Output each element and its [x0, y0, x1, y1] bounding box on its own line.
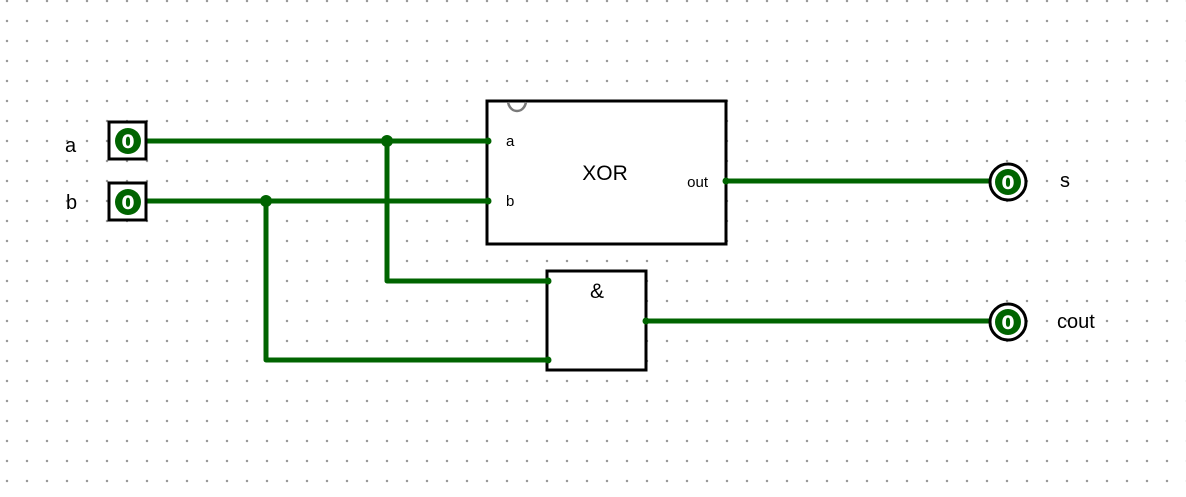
- output-pin-s-name: s: [1060, 170, 1070, 192]
- xor-port-out-dot[interactable]: [722, 177, 730, 185]
- output-pin-cout-name: cout: [1057, 311, 1095, 333]
- input-pin-a-value: 0: [121, 131, 134, 153]
- input-pin-b-name: b: [66, 192, 77, 214]
- output-pin-cout[interactable]: 0 cout: [988, 302, 1095, 342]
- output-pin-s-led: [995, 169, 1021, 195]
- and-body[interactable]: [545, 269, 648, 372]
- input-pin-a-name: a: [65, 135, 77, 157]
- xor-port-b-label: b: [506, 193, 514, 210]
- xor-port-a-label: a: [506, 133, 515, 150]
- junction-a: [381, 135, 393, 147]
- junction-b: [260, 195, 272, 207]
- xor-port-b-dot[interactable]: [484, 197, 492, 205]
- output-pin-cout-value: 0: [1001, 312, 1014, 334]
- input-pin-b-value: 0: [121, 192, 134, 214]
- output-pin-s-value: 0: [1001, 172, 1014, 194]
- input-pin-a[interactable]: a 0: [65, 120, 148, 161]
- and-label: &: [590, 280, 604, 303]
- xor-port-out-label: out: [687, 174, 709, 191]
- wire-b-to-and[interactable]: [263, 198, 551, 363]
- and-port-in2-dot[interactable]: [544, 356, 552, 364]
- xor-port-a-dot[interactable]: [484, 137, 492, 145]
- wires: [143, 138, 995, 363]
- wire-a-to-and[interactable]: [384, 138, 551, 284]
- xor-label: XOR: [582, 162, 628, 185]
- and-port-out-dot[interactable]: [642, 317, 650, 325]
- xor-notch: [506, 101, 528, 113]
- xor-component[interactable]: XOR a b out: [484, 99, 730, 246]
- xor-body[interactable]: [485, 99, 728, 246]
- and-port-in1-dot[interactable]: [544, 277, 552, 285]
- output-pin-cout-led: [995, 309, 1021, 335]
- and-gate[interactable]: &: [544, 269, 650, 372]
- input-pin-a-led[interactable]: [115, 128, 141, 154]
- input-pin-b[interactable]: b 0: [66, 181, 148, 222]
- output-pin-s[interactable]: 0 s: [988, 162, 1070, 202]
- input-pin-b-led[interactable]: [115, 189, 141, 215]
